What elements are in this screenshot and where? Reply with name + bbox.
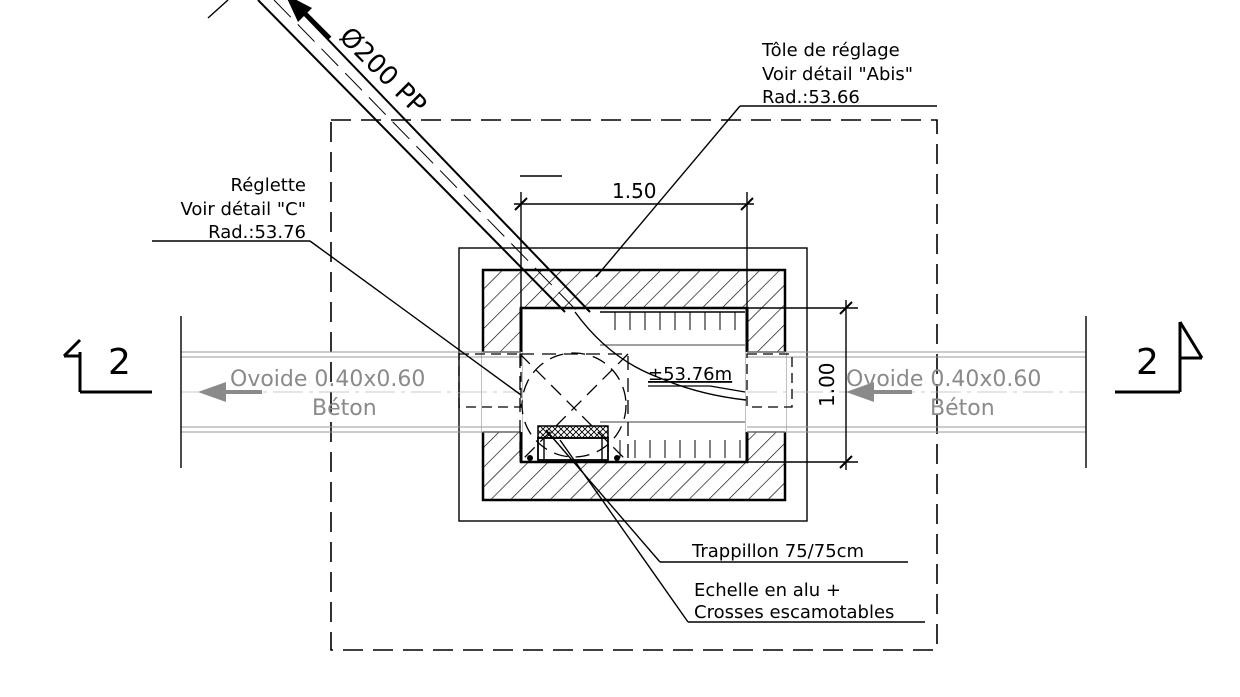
echelle-line2: Crosses escamotables: [694, 602, 894, 623]
benching-ticks: [600, 311, 745, 458]
section-label-left: 2: [108, 342, 131, 383]
ovoide-left-material: Béton: [312, 396, 377, 421]
ovoid-pipe: [181, 351, 1086, 433]
dim-width: [514, 175, 754, 308]
reglette-rad: Rad.:53.76: [208, 222, 306, 243]
ovoide-left-label: Ovoide 0.40x0.60: [230, 367, 425, 392]
reglette-title: Réglette: [231, 175, 306, 196]
flow-arrow-left: [198, 382, 262, 402]
level-label: ±53.76m: [648, 364, 732, 385]
trappillon-label: Trappillon 75/75cm: [691, 541, 864, 562]
ladder: [527, 425, 620, 461]
trappillon-outline: [458, 352, 793, 463]
pp-arrow: [287, 0, 332, 40]
pp-pipe: [207, 0, 591, 313]
ovoide-right-material: Béton: [930, 396, 995, 421]
tole-title: Tôle de réglage: [761, 40, 900, 61]
chamber-walls: [481, 268, 787, 502]
ovoide-right-label: Ovoide 0.40x0.60: [846, 367, 1041, 392]
section-marker-left: [62, 316, 182, 468]
section-label-right: 2: [1136, 342, 1159, 383]
outer-boundary-dashed: [330, 119, 938, 651]
tole-rad: Rad.:53.66: [762, 87, 860, 108]
section-marker-right: [1085, 316, 1204, 468]
flow-arrow-right: [846, 382, 912, 402]
reglette-detail: Voir détail "C": [181, 199, 307, 220]
channel-curve: [574, 311, 747, 401]
dim-width-label: 1.50: [612, 179, 657, 203]
dim-height-label: 1.00: [815, 362, 839, 407]
pipe-label: Ø200 PP: [333, 22, 432, 121]
echelle-line1: Echelle en alu +: [694, 580, 841, 601]
dim-height: [747, 300, 858, 470]
tole-detail: Voir détail "Abis": [762, 64, 913, 85]
